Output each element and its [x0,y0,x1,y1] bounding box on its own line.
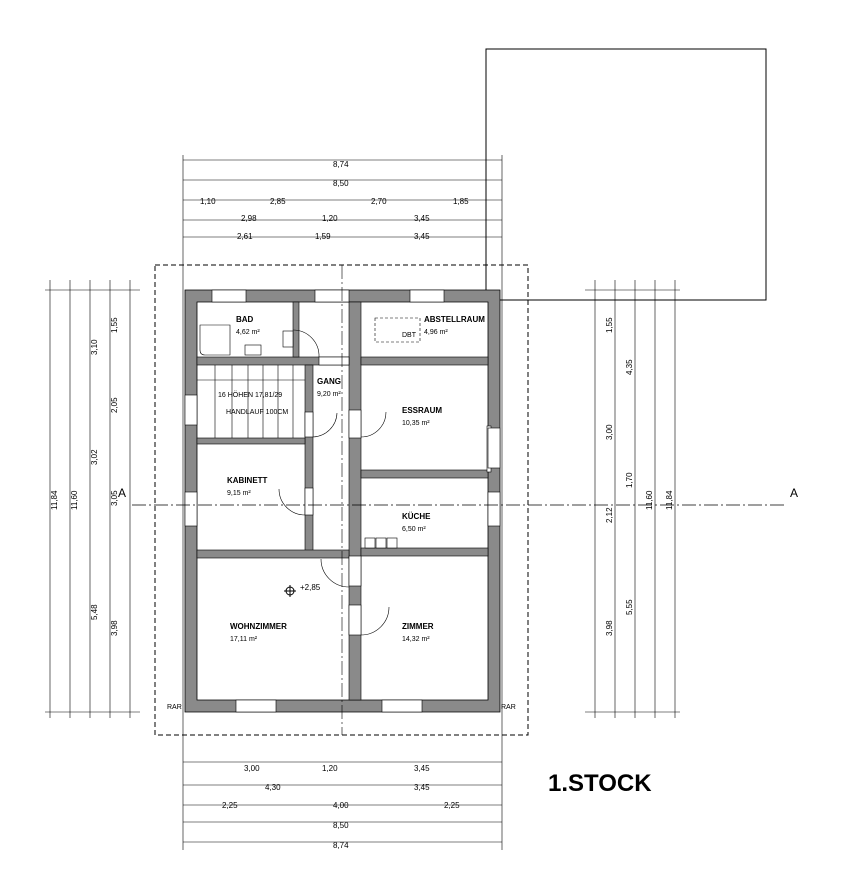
dim-top3-b: 1,59 [315,232,331,241]
eave-outline [154,264,529,736]
room-area-bad: 4,62 m² [236,329,260,336]
dim-left-total: 11,60 [70,490,79,510]
dim-top1-b: 2,85 [270,197,286,206]
roof-outline [485,48,767,301]
dimension-lines [45,155,680,850]
kitchen-stove-icon [364,537,398,549]
rar-label-left: RAR [167,704,182,711]
dim-right-b1: 4,35 [625,359,634,375]
dim-left-b2: 3,02 [90,449,99,465]
dim-bot1-c: 3,45 [414,764,430,773]
room-area-wohnzimmer: 17,11 m² [230,636,258,643]
room-name-gang: GANG [317,377,341,386]
dim-right-a3: 2,12 [605,507,614,523]
room-name-zimmer: ZIMMER [402,622,434,631]
dim-top1-c: 2,70 [371,197,387,206]
room-name-bad: BAD [236,315,254,324]
dim-right-a2: 3,00 [605,424,614,440]
section-label-right: A [790,486,798,500]
room-area-kueche: 6,50 m² [402,526,426,533]
dim-right-a4: 3,98 [605,620,614,636]
dim-top2-a: 2,98 [241,214,257,223]
dim-top1-d: 1,85 [453,197,469,206]
room-name-kueche: KÜCHE [402,512,431,521]
dim-top3-a: 2,61 [237,232,253,241]
handlauf-label: HANDLAUF 100CM [226,409,288,416]
dim-top-outer: 8,74 [333,160,349,169]
page-title: 1.STOCK [548,770,652,797]
dim-right-total: 11,60 [645,490,654,510]
dim-bot3-c: 2,25 [444,801,460,810]
dim-top1-a: 1,10 [200,197,216,206]
room-name-essraum: ESSRAUM [402,406,442,415]
dim-left-outer: 11,84 [50,490,59,510]
dim-left-a2: 2,05 [110,397,119,413]
room-area-abstellraum: 4,96 m² [424,329,448,336]
dim-right-a1: 1,55 [605,317,614,333]
dim-top2-b: 1,20 [322,214,338,223]
dim-top-total: 8,50 [333,179,349,188]
outer-walls [184,289,501,713]
level-label: +2,85 [300,583,321,592]
dim-left-a1: 1,55 [110,317,119,333]
dim-left-a4: 3,98 [110,620,119,636]
rar-label-right: RAR [501,704,516,711]
room-area-essraum: 10,35 m² [402,420,430,427]
dim-bot3-a: 2,25 [222,801,238,810]
stairs-label: 16 HÖHEN 17,81/29 [218,391,282,399]
dbt-label: DBT [402,332,417,339]
dim-right-b3: 5,55 [625,599,634,615]
room-area-zimmer: 14,32 m² [402,636,430,643]
dbt-box [374,317,421,343]
room-area-kabinett: 9,15 m² [227,490,251,497]
doors [278,329,390,636]
dim-bot1-a: 3,00 [244,764,260,773]
dim-bottom-outer: 8,74 [333,841,349,850]
dim-right-b2: 1,70 [625,472,634,488]
dim-top3-c: 3,45 [414,232,430,241]
room-name-abstellraum: ABSTELLRAUM [424,315,485,324]
room-area-gang: 9,20 m² [317,391,341,398]
dim-bot2-a: 4,30 [265,783,281,792]
dim-left-a3: 3,05 [110,490,119,506]
bath-fixtures [199,324,294,356]
dim-bottom-total: 8,50 [333,821,349,830]
dim-top2-c: 3,45 [414,214,430,223]
dim-bot3-b: 4,00 [333,801,349,810]
level-marker-icon [284,585,296,597]
dim-left-b3: 5,48 [90,604,99,620]
dim-right-outer: 11,84 [665,490,674,510]
stairs [197,365,305,438]
section-label-left: A [118,486,126,500]
dim-left-b1: 3,10 [90,339,99,355]
dim-bot2-b: 3,45 [414,783,430,792]
dim-bot1-b: 1,20 [322,764,338,773]
room-name-wohnzimmer: WOHNZIMMER [230,622,287,631]
windows [184,289,501,713]
room-name-kabinett: KABINETT [227,476,268,485]
